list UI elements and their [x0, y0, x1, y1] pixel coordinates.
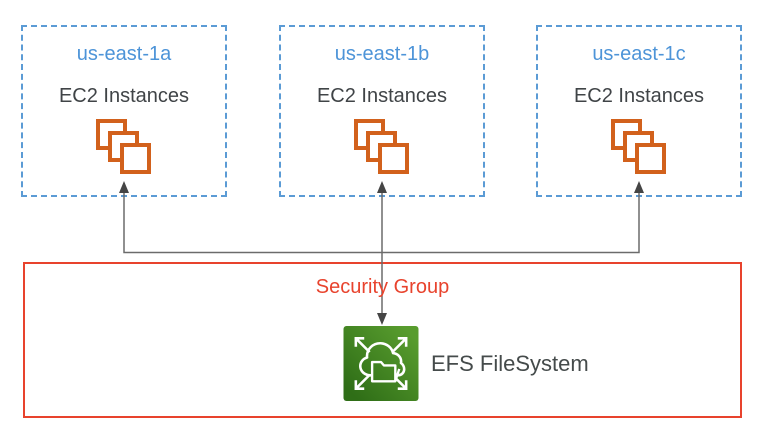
efs-filesystem-item: EFS FileSystem: [343, 326, 589, 401]
az-name-label: us-east-1a: [76, 43, 172, 65]
efs-filesystem-icon: [343, 326, 419, 401]
ec2-instances-label: EC2 Instances: [316, 85, 448, 107]
security-group-label: Security Group: [315, 276, 450, 298]
folder-icon: [370, 360, 401, 383]
az-box-us-east-1a: us-east-1a EC2 Instances: [21, 25, 227, 197]
instance-square: [378, 143, 409, 174]
az-name-label: us-east-1c: [592, 43, 686, 65]
ec2-instances-icon: [611, 119, 667, 175]
security-group-box: Security Group: [23, 262, 742, 418]
instance-square: [120, 143, 151, 174]
az-box-us-east-1c: us-east-1c EC2 Instances: [536, 25, 742, 197]
ec2-instances-icon: [96, 119, 152, 175]
ec2-instances-label: EC2 Instances: [58, 85, 190, 107]
instance-square: [635, 143, 666, 174]
ec2-instances-icon: [354, 119, 410, 175]
efs-filesystem-label: EFS FileSystem: [431, 350, 589, 376]
az-box-us-east-1b: us-east-1b EC2 Instances: [279, 25, 485, 197]
az-name-label: us-east-1b: [334, 43, 430, 65]
expand-arrows-icon: [354, 337, 408, 390]
cloud-icon: [358, 341, 406, 377]
ec2-instances-label: EC2 Instances: [573, 85, 705, 107]
